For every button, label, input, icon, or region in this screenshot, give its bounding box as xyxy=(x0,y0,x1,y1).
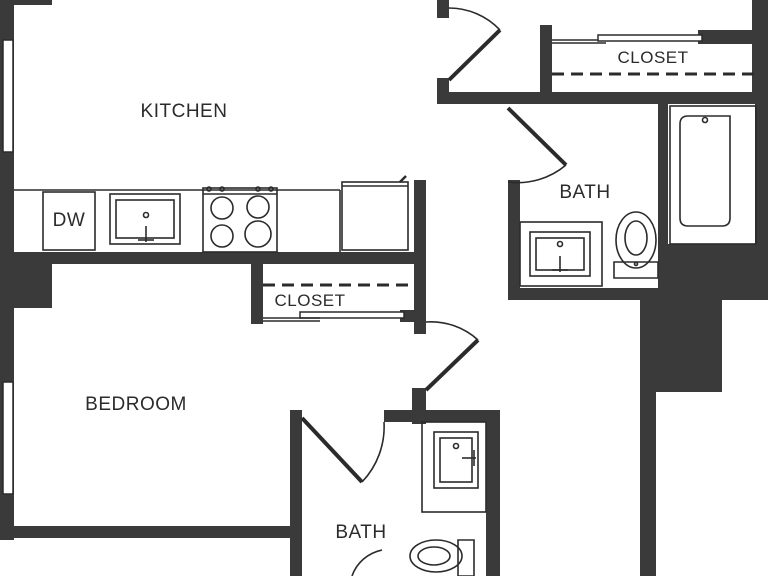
label-closet-upper: CLOSET xyxy=(617,48,688,67)
kitchen-counter xyxy=(14,175,409,253)
door-bath-lower-bottom xyxy=(351,549,383,576)
door-bath-upper xyxy=(506,106,568,184)
wall-corridor-right xyxy=(640,300,656,576)
wall-top-left-stub xyxy=(14,0,52,5)
dishwasher xyxy=(42,191,96,251)
wall-right-top xyxy=(752,0,768,104)
window-kitchen xyxy=(2,39,14,153)
wall-closet-mid-left xyxy=(251,262,263,324)
wall-bath-low-right xyxy=(486,410,500,576)
door-bath-lower xyxy=(300,416,385,484)
refrigerator xyxy=(341,175,409,251)
wall-closet-mid-stub xyxy=(400,310,426,322)
wall-kitchen-entry xyxy=(437,0,449,18)
label-bath-lower: BATH xyxy=(335,522,386,543)
bath-lower-fixtures xyxy=(409,421,487,576)
room-labels: KITCHEN BEDROOM BATH BATH CLOSET CLOSET … xyxy=(53,48,688,543)
label-dishwasher: DW xyxy=(53,210,86,231)
label-kitchen: KITCHEN xyxy=(141,101,228,122)
window-bedroom xyxy=(2,381,14,495)
wall-closet-right-top xyxy=(698,30,756,44)
wall-closet-bottom xyxy=(437,92,757,104)
wall-bath-low-left xyxy=(290,410,302,576)
bath-upper-toilet xyxy=(613,211,659,279)
wall-bath-low-top xyxy=(384,410,500,422)
closets xyxy=(263,34,756,322)
bath-lower-sink xyxy=(421,421,487,513)
bathtub xyxy=(669,105,757,245)
wall-fridge-right xyxy=(414,180,426,264)
windows xyxy=(2,39,14,495)
wall-closet-left xyxy=(540,25,552,95)
wall-bedroom-bottom xyxy=(0,526,300,538)
doors xyxy=(300,7,568,576)
label-bath-upper: BATH xyxy=(559,182,610,203)
kitchen-sink xyxy=(109,193,181,245)
wall-bath-up-bottom xyxy=(508,288,668,300)
door-bedroom xyxy=(424,321,480,392)
wall-bath-up-divider xyxy=(658,104,668,300)
door-entry xyxy=(447,7,502,82)
wall-bath-up-right xyxy=(755,104,768,254)
kitchen-range xyxy=(202,186,278,253)
bath-upper-sink xyxy=(519,221,603,287)
wall-left-corner xyxy=(0,258,52,308)
wall-bath-up-column xyxy=(640,244,768,392)
wall-closet-mid-right xyxy=(414,262,426,334)
wall-kitchen-counter xyxy=(14,252,418,264)
bath-lower-toilet xyxy=(409,539,475,576)
bath-upper-fixtures xyxy=(519,105,757,287)
label-closet-middle: CLOSET xyxy=(274,291,345,310)
label-bedroom: BEDROOM xyxy=(85,394,187,415)
wall-bath-up-left xyxy=(508,180,520,300)
